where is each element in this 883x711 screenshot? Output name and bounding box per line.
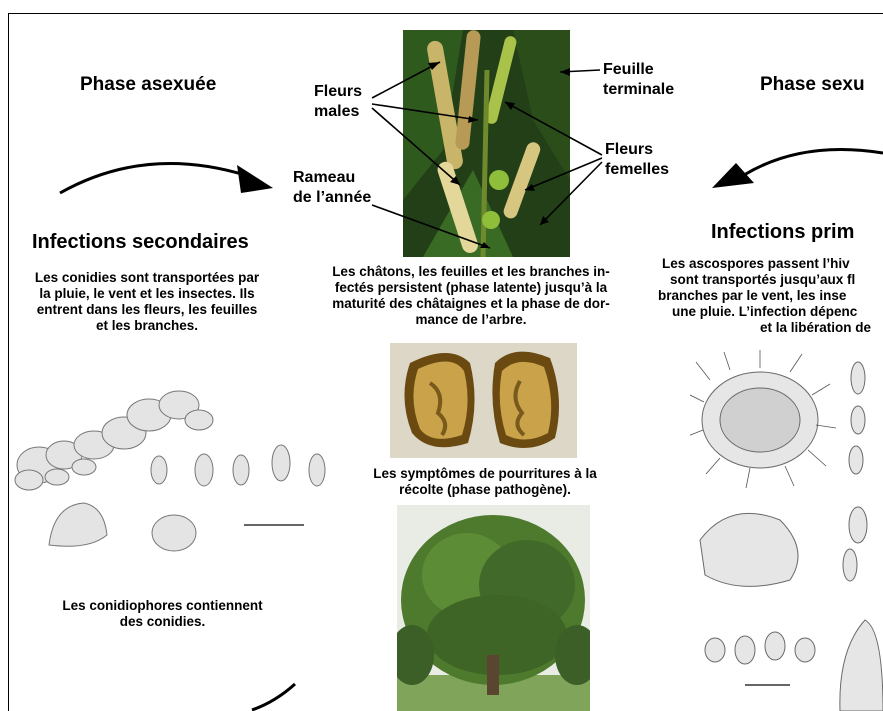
symptomes-line1: Les symptômes de pourritures à la: [355, 466, 615, 482]
chatons-line3: maturité des châtaignes et la phase de d…: [303, 296, 639, 312]
label-fleurs-males: Fleurs males: [314, 82, 362, 122]
conidiophore-drawings: [9, 385, 339, 560]
ascospore-drawings: [690, 350, 883, 711]
label-fleurs-males-line2: males: [314, 102, 362, 122]
ascospores-line2: sont transportés jusqu’aux fl: [656, 272, 883, 288]
conidiophores-line2: des conidies.: [40, 614, 285, 630]
ascospores-line1: Les ascospores passent l’hiv: [656, 256, 883, 272]
conidies-line4: et les branches.: [8, 318, 286, 334]
rotten-chestnut-photo: [390, 343, 577, 458]
label-rameau-line1: Rameau: [293, 168, 371, 188]
chatons-text: Les châtons, les feuilles et les branche…: [303, 264, 639, 328]
ascospores-text: Les ascospores passent l’hiv sont transp…: [656, 256, 883, 336]
label-fleurs-femelles-line1: Fleurs: [605, 140, 669, 160]
label-feuille-terminale: Feuille terminale: [603, 60, 674, 100]
chatons-line1: Les châtons, les feuilles et les branche…: [303, 264, 639, 280]
label-fleurs-femelles: Fleurs femelles: [605, 140, 669, 180]
label-fleurs-femelles-line2: femelles: [605, 160, 669, 180]
label-fleurs-males-line1: Fleurs: [314, 82, 362, 102]
ascospores-line3: branches par le vent, les inse: [656, 288, 883, 304]
chatons-line2: fectés persistent (phase latente) jusqu’…: [303, 280, 639, 296]
chatons-line4: mance de l’arbre.: [303, 312, 639, 328]
conidies-line3: entrent dans les fleurs, les feuilles: [8, 302, 286, 318]
label-rameau: Rameau de l’année: [293, 168, 371, 208]
symptomes-text: Les symptômes de pourritures à la récolt…: [355, 466, 615, 498]
ascospores-line4: une pluie. L’infection dépenc: [656, 304, 883, 320]
symptomes-line2: récolte (phase pathogène).: [355, 482, 615, 498]
conidies-line1: Les conidies sont transportées par: [8, 270, 286, 286]
label-feuille-line1: Feuille: [603, 60, 674, 80]
ascospores-line5: et la libération de: [656, 320, 883, 336]
label-rameau-line2: de l’année: [293, 188, 371, 208]
conidiophores-text: Les conidiophores contiennent des conidi…: [40, 598, 285, 630]
label-feuille-line2: terminale: [603, 80, 674, 100]
chestnut-tree-photo: [397, 505, 590, 711]
conidiophores-line1: Les conidiophores contiennent: [40, 598, 285, 614]
conidies-text: Les conidies sont transportées par la pl…: [8, 270, 286, 334]
conidies-line2: la pluie, le vent et les insectes. Ils: [8, 286, 286, 302]
